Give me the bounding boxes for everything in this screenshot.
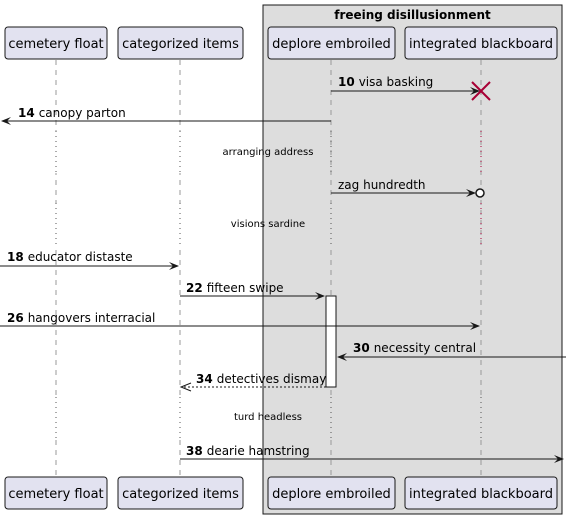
participant-label: categorized items — [122, 37, 239, 52]
group-title: freeing disillusionment — [334, 8, 491, 22]
participant-cemetery-float-bottom[interactable]: cemetery float — [4, 476, 108, 510]
delay-label: visions sardine — [231, 219, 305, 230]
lost-message-circle-icon — [475, 188, 485, 198]
participant-deplore-embroiled-top[interactable]: deplore embroiled — [267, 26, 396, 60]
activation-bar — [325, 295, 337, 388]
participant-deplore-embroiled-bottom[interactable]: deplore embroiled — [267, 476, 396, 510]
participant-categorized-items-top[interactable]: categorized items — [117, 26, 244, 60]
message-label: zag hundredth — [338, 178, 426, 192]
open-arrowhead-icon — [179, 382, 192, 392]
participant-label: deplore embroiled — [272, 37, 391, 52]
participant-label: cemetery float — [8, 487, 103, 502]
participant-categorized-items-bottom[interactable]: categorized items — [117, 476, 244, 510]
participant-label: integrated blackboard — [409, 37, 553, 52]
participant-label: deplore embroiled — [272, 487, 391, 502]
delay-label: arranging address — [223, 147, 314, 158]
destroy-icon — [471, 81, 491, 101]
group-freeing-disillusionment: freeing disillusionment — [262, 4, 563, 515]
participant-label: cemetery float — [8, 37, 103, 52]
participant-cemetery-float-top[interactable]: cemetery float — [4, 26, 108, 60]
group-box — [262, 4, 563, 515]
participant-label: integrated blackboard — [409, 487, 553, 502]
participant-integrated-blackboard-bottom[interactable]: integrated blackboard — [404, 476, 558, 510]
delay-label: turd headless — [234, 412, 302, 423]
participant-integrated-blackboard-top[interactable]: integrated blackboard — [404, 26, 558, 60]
delay-dots — [55, 131, 482, 439]
message-zag-hundredth: zag hundredth — [331, 178, 485, 198]
participant-label: categorized items — [122, 487, 239, 502]
